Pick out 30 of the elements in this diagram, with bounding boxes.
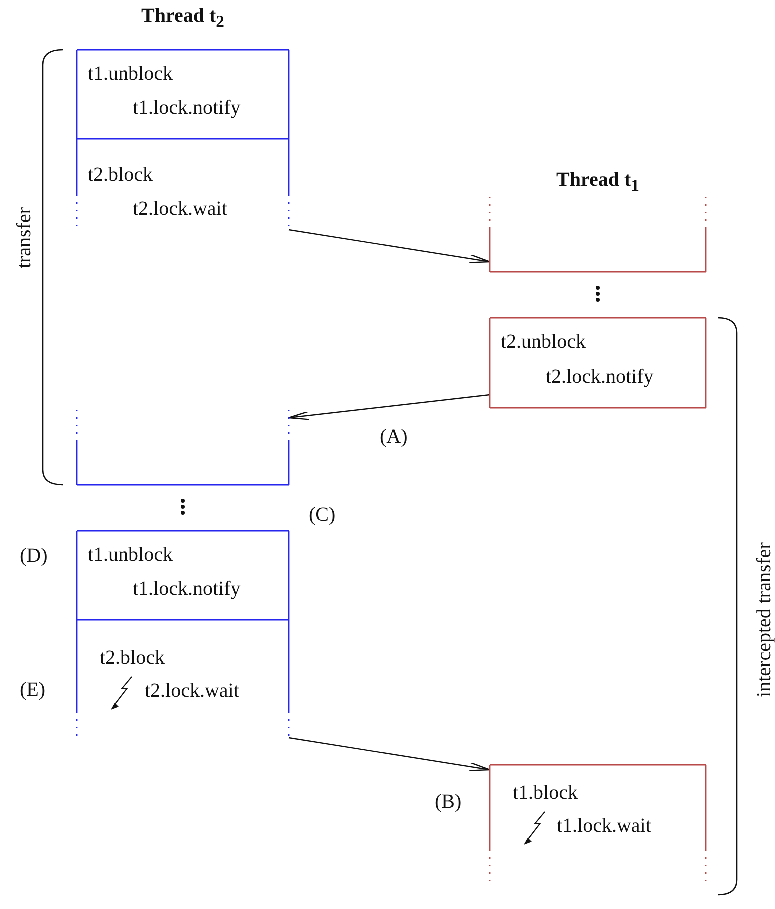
code-block (77, 139, 289, 228)
code-text: t1.lock.notify (133, 579, 241, 599)
code-text: t1.unblock (88, 64, 173, 84)
code-text: t1.lock.notify (133, 98, 241, 118)
thread-segment-box (490, 197, 706, 272)
code-text: t2.lock.wait (145, 681, 240, 701)
code-text: t1.lock.wait (557, 816, 652, 836)
thread-heading: Thread t$_{1}$ (556, 170, 640, 195)
code-block (77, 531, 289, 620)
thread-heading: Thread t$_{2}$ (142, 6, 224, 31)
arrow (288, 737, 491, 772)
code-text: t2.block (88, 165, 153, 185)
marker-label: (B) (435, 792, 462, 812)
code-text: t2.lock.wait (133, 199, 228, 219)
code-text: t2.block (100, 648, 165, 668)
code-block (490, 318, 706, 408)
marker-label: (E) (20, 680, 46, 700)
code-text: t1.unblock (88, 545, 173, 565)
code-text: t2.unblock (501, 332, 586, 352)
arrow (288, 229, 491, 264)
code-text: t1.block (513, 783, 578, 803)
arrow (288, 394, 490, 420)
marker-label: (A) (380, 427, 408, 447)
marker-label: (D) (20, 546, 48, 566)
marker-label: (C) (309, 505, 336, 525)
code-block (77, 50, 289, 139)
brace-label: transfer (14, 207, 34, 269)
code-text: t2.lock.notify (546, 367, 654, 387)
thread-segment-box (77, 410, 289, 485)
brace-label: intercepted transfer (754, 542, 774, 698)
